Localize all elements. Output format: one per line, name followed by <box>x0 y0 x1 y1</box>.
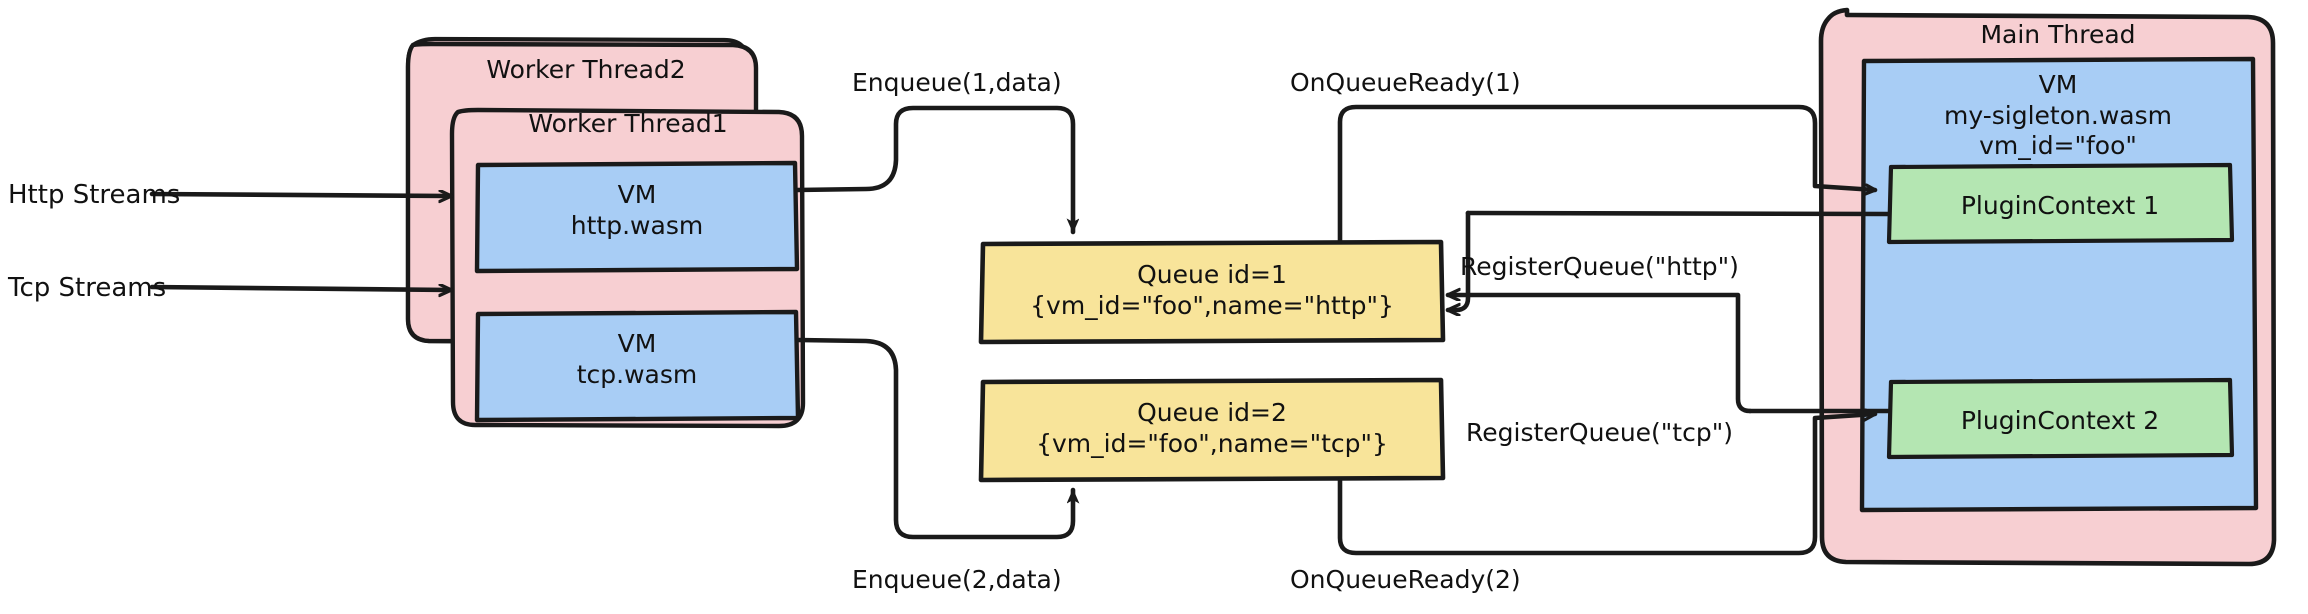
plugin-context-2-label: PluginContext 2 <box>1960 406 2160 435</box>
queue-2-label: Queue id=2 {vm_id="foo",name="tcp"} <box>1036 398 1388 459</box>
queue-2-line2: {vm_id="foo",name="tcp"} <box>1036 428 1388 458</box>
plugin-context-1-box <box>1886 162 2235 245</box>
queue-2-box <box>978 377 1446 483</box>
vm-tcp-line2: tcp.wasm <box>576 359 698 389</box>
register-queue-tcp-label: RegisterQueue("tcp") <box>1466 418 1733 447</box>
vm-http-label: VM http.wasm <box>571 180 703 241</box>
enqueue-2-label: Enqueue(2,data) <box>852 565 1062 594</box>
main-vm-line3: vm_id="foo" <box>1979 131 2137 160</box>
worker-thread2-label: Worker Thread2 <box>486 55 686 84</box>
queue-2-line1: Queue id=2 <box>1137 398 1287 427</box>
main-vm-line2: my-sigleton.wasm <box>1944 100 2172 130</box>
on-queue-ready-2-label: OnQueueReady(2) <box>1290 565 1521 594</box>
plugin-context-2-box <box>1886 377 2235 460</box>
tcp-streams-label: Tcp Streams <box>8 273 167 303</box>
queue-1-label: Queue id=1 {vm_id="foo",name="http"} <box>1030 260 1394 321</box>
enqueue-2-arrow <box>795 337 1073 540</box>
vm-http-line1: VM <box>617 180 657 209</box>
register-queue-http-arrow <box>1445 210 1891 310</box>
on-queue-ready-2-arrow <box>1337 414 1878 556</box>
enqueue-1-label: Enqueue(1,data) <box>852 68 1062 97</box>
vm-http-line2: http.wasm <box>570 210 704 240</box>
tcp-streams-arrow <box>149 287 454 290</box>
plugin-context-1-label: PluginContext 1 <box>1960 191 2160 220</box>
main-vm-line1: VM <box>2038 70 2078 99</box>
main-vm-label: VM my-sigleton.wasm vm_id="foo" <box>1944 70 2172 162</box>
on-queue-ready-1-arrow <box>1337 104 1878 245</box>
enqueue-1-arrow <box>794 105 1073 235</box>
register-queue-tcp-arrow <box>1445 295 1891 414</box>
main-thread-label: Main Thread <box>1980 20 2136 49</box>
vm-http-box <box>474 160 800 274</box>
vm-tcp-line1: VM <box>617 329 657 358</box>
worker-thread1-label: Worker Thread1 <box>528 109 728 138</box>
http-streams-label: Http Streams <box>8 180 181 210</box>
on-queue-ready-1-label: OnQueueReady(1) <box>1290 68 1521 97</box>
register-queue-http-label: RegisterQueue("http") <box>1460 252 1739 281</box>
vm-tcp-box <box>474 309 801 423</box>
queue-1-line2: {vm_id="foo",name="http"} <box>1030 290 1394 320</box>
http-streams-arrow <box>149 194 454 196</box>
vm-tcp-label: VM tcp.wasm <box>577 329 698 390</box>
queue-1-box <box>978 239 1446 345</box>
queue-1-line1: Queue id=1 <box>1137 260 1287 289</box>
